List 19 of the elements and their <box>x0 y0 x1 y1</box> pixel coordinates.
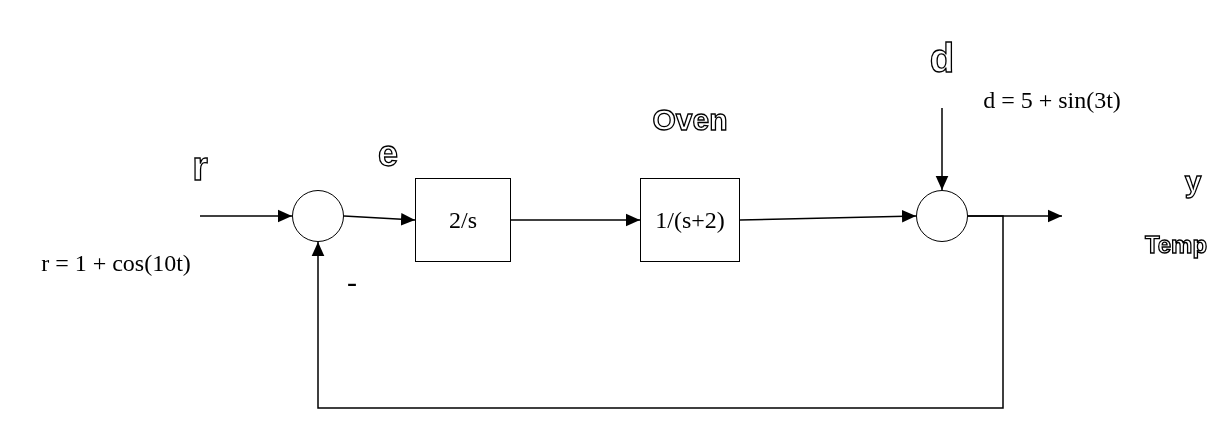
arrow <box>739 210 917 223</box>
signal-label: y <box>1184 167 1202 197</box>
signal-label: d <box>929 38 955 78</box>
transfer-function-block <box>415 178 511 262</box>
signal-label: Temp <box>1144 233 1208 257</box>
signal-equation: r = 1 + cos(10t) <box>41 251 191 275</box>
block-caption: Oven <box>652 105 728 135</box>
sign-label: - <box>347 267 357 297</box>
transfer-function-block <box>640 178 740 262</box>
signal-label: r <box>192 146 208 186</box>
signal-equation: d = 5 + sin(3t) <box>983 88 1121 112</box>
arrow <box>510 213 641 227</box>
transfer-function: 2/s <box>449 208 477 232</box>
arrow <box>199 209 293 223</box>
signal-label: e <box>378 136 398 172</box>
feedback-arrow <box>311 215 1004 409</box>
transfer-function: 1/(s+2) <box>655 208 725 232</box>
arrow <box>935 107 949 191</box>
arrow <box>343 212 416 226</box>
